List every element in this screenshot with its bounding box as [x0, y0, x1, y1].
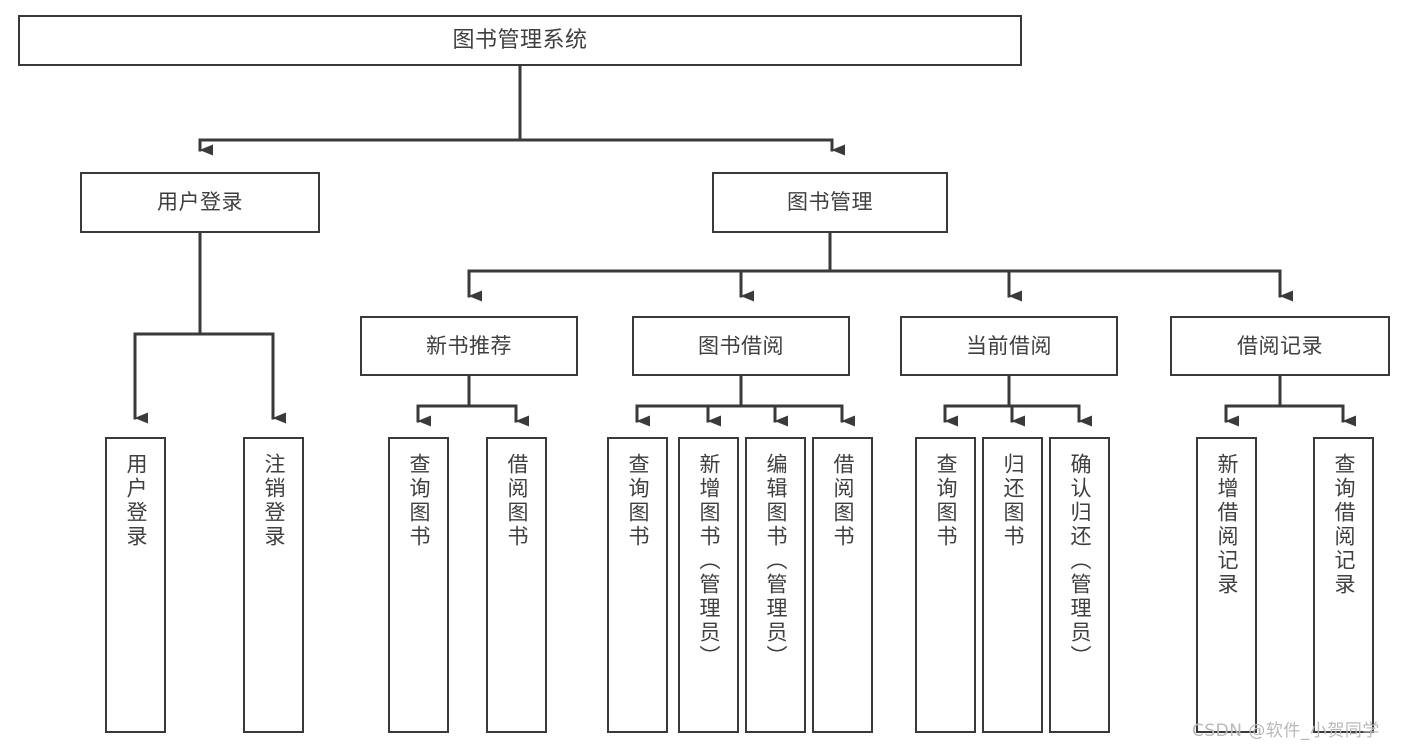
leaf-records-add-record[interactable]: 新增借阅记录	[1196, 437, 1257, 733]
leaf-borrow-add-book-admin[interactable]: 新增图书（管理员）	[678, 437, 739, 733]
leaf-current-query-book[interactable]: 查询图书	[915, 437, 976, 733]
node-label: 借阅记录	[1237, 333, 1323, 358]
leaf-current-confirm-return-admin[interactable]: 确认归还（管理员）	[1049, 437, 1110, 733]
node-book-borrow[interactable]: 图书借阅	[632, 316, 850, 376]
node-label: 注销登录	[262, 453, 286, 549]
node-book-management[interactable]: 图书管理	[712, 172, 948, 233]
node-label: 借阅图书	[505, 453, 529, 549]
node-label: 确认归还（管理员）	[1068, 453, 1092, 669]
node-label: 新书推荐	[426, 333, 512, 358]
node-label: 查询图书	[407, 453, 431, 549]
node-label: 图书管理	[787, 190, 873, 215]
node-label: 图书借阅	[698, 333, 784, 358]
node-new-book-recommend[interactable]: 新书推荐	[360, 316, 578, 376]
node-label: 借阅图书	[831, 453, 855, 549]
node-root-system[interactable]: 图书管理系统	[18, 15, 1022, 66]
leaf-records-query-record[interactable]: 查询借阅记录	[1313, 437, 1374, 733]
leaf-current-return-book[interactable]: 归还图书	[982, 437, 1043, 733]
leaf-user-logout[interactable]: 注销登录	[243, 437, 304, 733]
node-label: 新增图书（管理员）	[697, 453, 721, 669]
node-label: 用户登录	[157, 190, 243, 215]
node-borrow-records[interactable]: 借阅记录	[1170, 316, 1390, 376]
node-label: 新增借阅记录	[1215, 453, 1239, 597]
leaf-new-query-book[interactable]: 查询图书	[388, 437, 449, 733]
node-label: 归还图书	[1001, 453, 1025, 549]
leaf-borrow-query-book[interactable]: 查询图书	[607, 437, 668, 733]
node-label: 查询图书	[626, 453, 650, 549]
node-label: 当前借阅	[966, 333, 1052, 358]
node-current-borrow[interactable]: 当前借阅	[900, 316, 1118, 376]
node-user-login[interactable]: 用户登录	[80, 172, 320, 233]
node-label: 查询借阅记录	[1332, 453, 1356, 597]
leaf-borrow-edit-book-admin[interactable]: 编辑图书（管理员）	[745, 437, 806, 733]
leaf-borrow-lend-book[interactable]: 借阅图书	[812, 437, 873, 733]
node-label: 图书管理系统	[452, 27, 588, 53]
node-label: 查询图书	[934, 453, 958, 549]
node-label: 用户登录	[124, 453, 148, 549]
leaf-user-login[interactable]: 用户登录	[105, 437, 166, 733]
node-label: 编辑图书（管理员）	[764, 453, 788, 669]
leaf-new-borrow-book[interactable]: 借阅图书	[486, 437, 547, 733]
